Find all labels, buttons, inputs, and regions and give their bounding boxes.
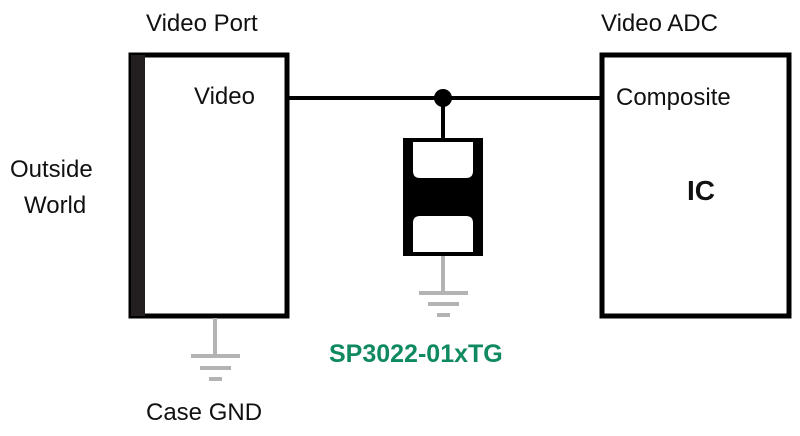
outside-world-label-line2: World xyxy=(24,192,87,219)
case-ground-icon xyxy=(191,318,240,381)
video-port-title: Video Port xyxy=(146,10,258,37)
part-number-label: SP3022-01xTG xyxy=(329,340,503,368)
tvs-diode-icon xyxy=(403,138,483,256)
tvs-ground-icon xyxy=(419,256,468,317)
video-pin-label: Video xyxy=(194,83,255,110)
case-gnd-label: Case GND xyxy=(146,399,263,426)
video-adc-box xyxy=(599,52,792,319)
composite-pin-label: Composite xyxy=(616,84,731,111)
port-chassis-bar xyxy=(131,55,145,316)
video-adc-title: Video ADC xyxy=(601,10,718,37)
ic-label: IC xyxy=(687,175,715,206)
outside-world-label-line1: Outside xyxy=(10,156,93,183)
